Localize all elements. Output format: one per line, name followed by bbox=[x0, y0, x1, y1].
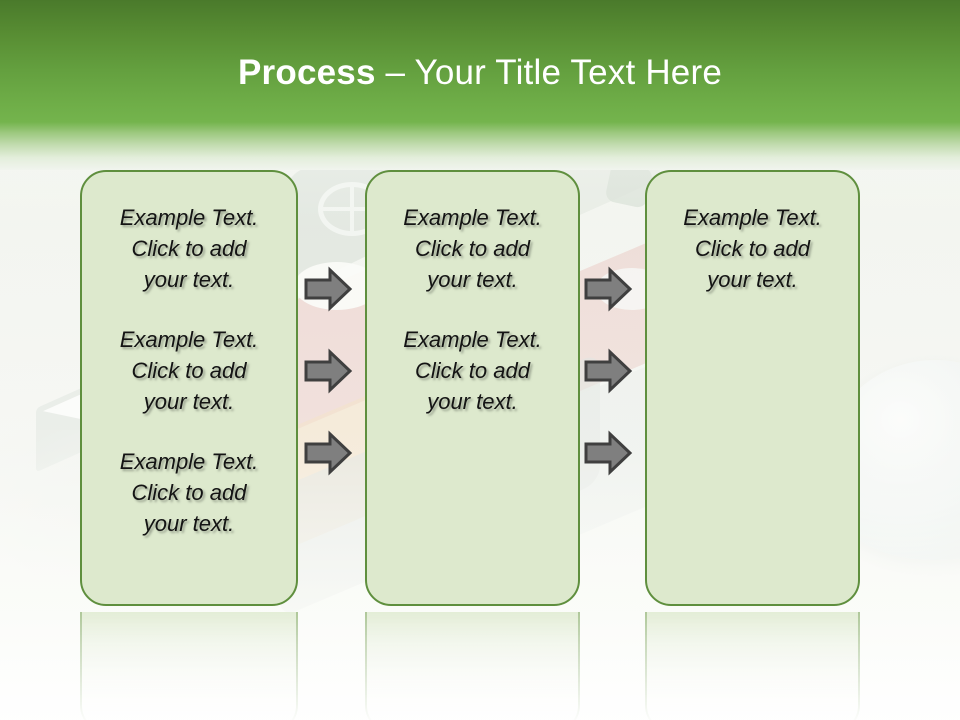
process-box-1-paragraph-2[interactable]: Example Text. Click to add your text. bbox=[119, 327, 259, 414]
arrow-1-to-2-middle[interactable] bbox=[303, 348, 353, 394]
right-arrow-icon bbox=[584, 348, 633, 394]
process-box-1[interactable]: Example Text. Click to add your text. Ex… bbox=[80, 170, 298, 606]
right-arrow-icon bbox=[304, 430, 353, 476]
process-box-2-paragraph-2[interactable]: Example Text. Click to add your text. bbox=[403, 327, 542, 414]
process-box-1-paragraph-3[interactable]: Example Text. Click to add your text. bbox=[119, 449, 259, 536]
arrow-2-to-3-middle[interactable] bbox=[583, 348, 633, 394]
arrow-2-to-3-top[interactable] bbox=[583, 266, 633, 312]
page-title: Process – Your Title Text Here bbox=[0, 52, 960, 94]
title-banner-fade bbox=[0, 122, 960, 170]
process-box-3-content: Example Text. Click to add your text. bbox=[647, 202, 858, 295]
arrow-1-to-2-top[interactable] bbox=[303, 266, 353, 312]
process-box-2-paragraph-1[interactable]: Example Text. Click to add your text. bbox=[403, 205, 542, 292]
right-arrow-icon bbox=[304, 266, 353, 312]
process-box-2-content: Example Text. Click to add your text. Ex… bbox=[367, 202, 578, 417]
process-box-3[interactable]: Example Text. Click to add your text. bbox=[645, 170, 860, 606]
process-box-1-paragraph-1[interactable]: Example Text. Click to add your text. bbox=[119, 205, 259, 292]
process-box-1-content: Example Text. Click to add your text. Ex… bbox=[82, 202, 296, 539]
right-arrow-icon bbox=[304, 348, 353, 394]
title-banner bbox=[0, 0, 960, 122]
page-title-rest: – Your Title Text Here bbox=[375, 53, 722, 92]
process-box-3-paragraph-1[interactable]: Example Text. Click to add your text. bbox=[683, 205, 822, 292]
right-arrow-icon bbox=[584, 266, 633, 312]
page-title-strong: Process bbox=[238, 53, 376, 92]
process-box-2-reflection bbox=[365, 612, 580, 720]
arrow-1-to-2-bottom[interactable] bbox=[303, 430, 353, 476]
process-box-2[interactable]: Example Text. Click to add your text. Ex… bbox=[365, 170, 580, 606]
arrow-2-to-3-bottom[interactable] bbox=[583, 430, 633, 476]
process-box-1-reflection bbox=[80, 612, 298, 720]
right-arrow-icon bbox=[584, 430, 633, 476]
process-box-3-reflection bbox=[645, 612, 860, 720]
